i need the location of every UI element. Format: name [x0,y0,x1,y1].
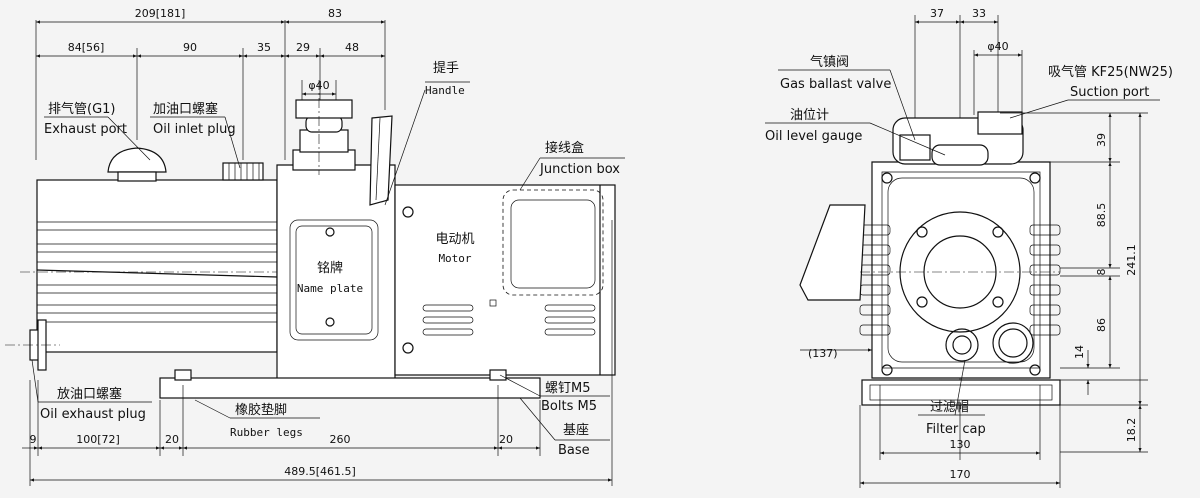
dim-9: 9 [30,433,37,446]
motor: 电动机 Motor [394,184,616,376]
oil-level-cn: 油位计 [790,108,829,123]
handle [369,89,426,206]
front-bottom-dimension-lines [22,220,613,486]
base-en: Base [558,443,590,458]
junction-box-en: Junction box [539,162,620,177]
dim-48: 48 [345,41,359,54]
dim-phi40-side: φ40 [987,40,1008,53]
dim-260: 260 [330,433,351,446]
dim-29: 29 [296,41,310,54]
oil-exhaust-cn: 放油口螺塞 [57,386,122,402]
oil-level-en: Oil level gauge [765,129,862,144]
nameplate-cn: 铭牌 [317,260,343,276]
dim-18-2: 18.2 [1125,418,1138,443]
junction-box-cn: 接线盒 [545,140,584,156]
handle-cn: 提手 [433,60,459,76]
dim-motor-top: 83 [328,7,342,20]
front-extension-lines [35,20,386,160]
dim-8: 8 [1095,269,1108,276]
filter-cap-en: Filter cap [926,422,986,437]
exhaust-port-cn: 排气管(G1) [48,101,116,117]
bolts-cn: 螺钉M5 [545,381,591,396]
dim-overall-bottom: 489.5[461.5] [284,465,356,478]
dim-86: 86 [1095,318,1108,332]
exhaust-cap [107,147,167,182]
nameplate-en: Name plate [297,282,363,295]
dim-39: 39 [1095,133,1108,147]
dim-90: 90 [183,41,197,54]
front-view: 209[181] 83 84[56] 90 35 29 48 φ40 [5,7,625,486]
gas-ballast-en: Gas ballast valve [780,77,891,92]
dim-overall-top: 209[181] [135,7,186,20]
motor-cn: 电动机 [435,232,474,247]
dim-241-1: 241.1 [1125,244,1138,276]
dim-20-right: 20 [499,433,513,446]
body-centerline [36,269,278,278]
side-right-dimension-lines [1000,112,1148,453]
dim-84: 84[56] [68,41,105,54]
dim-20-left: 20 [165,433,179,446]
side-view: 37 33 φ40 [765,7,1173,488]
oil-inlet-plug [222,162,264,181]
suction-cn: 吸气管 KF25(NW25) [1048,64,1173,80]
front-top-dimension-lines [36,20,385,96]
dim-170: 170 [950,468,971,481]
pump-body [20,179,420,353]
dim-33: 33 [972,7,986,20]
inlet-tower [292,80,356,175]
front-leader-lines [31,81,625,441]
dim-88-5: 88.5 [1095,203,1108,228]
dim-130: 130 [950,438,971,451]
handle-en: Handle [425,84,465,97]
front-base [159,369,541,399]
filter-cap-cn: 过滤帽 [930,399,969,415]
oil-exhaust-en: Oil exhaust plug [40,407,146,422]
gas-ballast-cn: 气镇阀 [810,54,849,70]
dim-137: (137) [808,347,838,360]
oil-inlet-en: Oil inlet plug [153,122,236,137]
suction-en: Suction port [1070,85,1149,100]
dim-35: 35 [257,41,271,54]
exhaust-port-en: Exhaust port [44,122,127,137]
oil-exhaust-plug [5,319,60,371]
dim-100: 100[72] [76,433,120,446]
pump-side-outline [799,111,1061,406]
side-leader-lines [765,69,1160,488]
rubber-legs-en: Rubber legs [230,426,303,439]
dim-14: 14 [1073,345,1086,359]
dim-37: 37 [930,7,944,20]
base-cn: 基座 [563,423,589,438]
rubber-legs-cn: 橡胶垫脚 [235,402,287,418]
bolts-en: Bolts M5 [541,399,597,414]
oil-inlet-cn: 加油口螺塞 [153,101,218,117]
motor-en: Motor [438,252,471,265]
